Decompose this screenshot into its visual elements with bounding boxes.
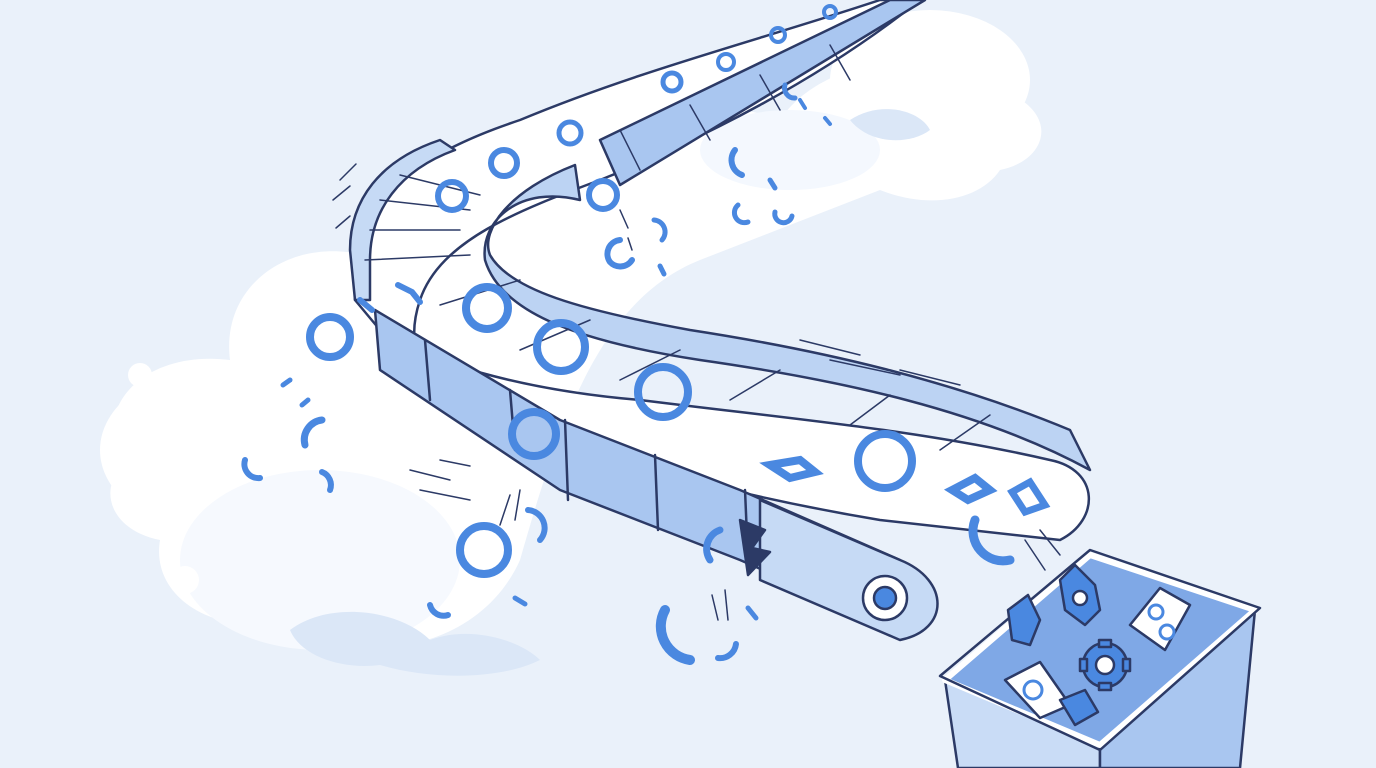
ring-fragment-icon — [319, 469, 334, 493]
ring-fragment-icon — [300, 416, 326, 449]
cloud-shade — [290, 611, 540, 676]
ring-fragment-icon — [767, 177, 778, 191]
ring-fragment-icon — [604, 237, 635, 270]
ring-icon — [854, 430, 916, 492]
belt-inner-wall — [483, 163, 1092, 472]
belt-break — [738, 518, 772, 577]
cloud-puff — [180, 470, 460, 650]
ring-icon — [488, 147, 520, 179]
trash-bin-icon — [938, 548, 1262, 768]
ring-fragment-icon — [357, 297, 375, 313]
ring-icon — [456, 522, 512, 578]
cloud-background — [100, 10, 1042, 676]
cloud-puff — [700, 110, 880, 190]
ring-icon — [462, 283, 512, 333]
ring-icon — [586, 178, 620, 212]
ring-fragment-icon — [731, 202, 751, 226]
ring-fragment-icon — [745, 605, 759, 621]
ring-icon — [556, 119, 584, 147]
belt-side-upper — [598, 0, 927, 187]
gear-document-icon — [1128, 586, 1192, 652]
cloud-dot — [971, 126, 999, 154]
ring-fragment-icon — [651, 217, 668, 243]
ring-fragment-icon — [823, 116, 832, 126]
ring-fragment-icon — [1007, 477, 1051, 517]
ring-fragment-icon — [427, 602, 451, 619]
ring-icon — [634, 363, 692, 421]
ring-fragment-icon — [728, 147, 745, 178]
ring-fragment-icon — [299, 397, 311, 408]
ring-fragment-icon — [655, 605, 695, 665]
belt-outer-wall — [348, 138, 457, 302]
ring-fragment-icon — [395, 282, 423, 305]
ring-icon — [660, 70, 684, 94]
ring-fragment-icon — [525, 507, 548, 543]
ring-fragment-icon — [512, 595, 528, 607]
ring-fragment-icon — [241, 457, 263, 482]
ring-fragment-icon — [280, 377, 293, 388]
ring-fragment-icon — [968, 515, 1015, 566]
ring-icon — [716, 52, 736, 72]
ring-fragment-icon — [772, 209, 795, 226]
ring-fragment-icon — [1058, 688, 1100, 727]
ring-icon — [533, 319, 589, 375]
roller-hub — [872, 585, 898, 611]
ring-fragment-icon — [715, 641, 739, 662]
ring-fragment-icon — [943, 473, 998, 505]
cloud-dot — [128, 363, 152, 387]
cloud-dot — [171, 566, 199, 594]
bin-rim — [942, 552, 1258, 748]
ring-icon — [435, 179, 469, 213]
conveyor-belt — [348, 0, 1092, 642]
ring-fragment-icon — [782, 82, 798, 101]
ring-fragment-icon — [657, 263, 667, 277]
gear-icon — [1006, 593, 1042, 647]
gear-icon — [1078, 638, 1132, 692]
gear-icon — [1058, 563, 1102, 627]
ring-icon — [508, 408, 560, 460]
ring-fragment-icon — [703, 526, 724, 564]
ring-fragments — [241, 82, 1051, 665]
ring-icon — [822, 4, 838, 20]
bin-rim-outline — [938, 548, 1262, 752]
motion-lines — [332, 163, 1061, 621]
cloud-shade — [850, 109, 930, 141]
ring-icon — [769, 26, 787, 44]
ring-fragment-icon — [798, 98, 807, 110]
ring-icon — [306, 313, 354, 361]
ring-fragment-icon — [759, 455, 824, 483]
rings-on-belt — [306, 4, 916, 578]
